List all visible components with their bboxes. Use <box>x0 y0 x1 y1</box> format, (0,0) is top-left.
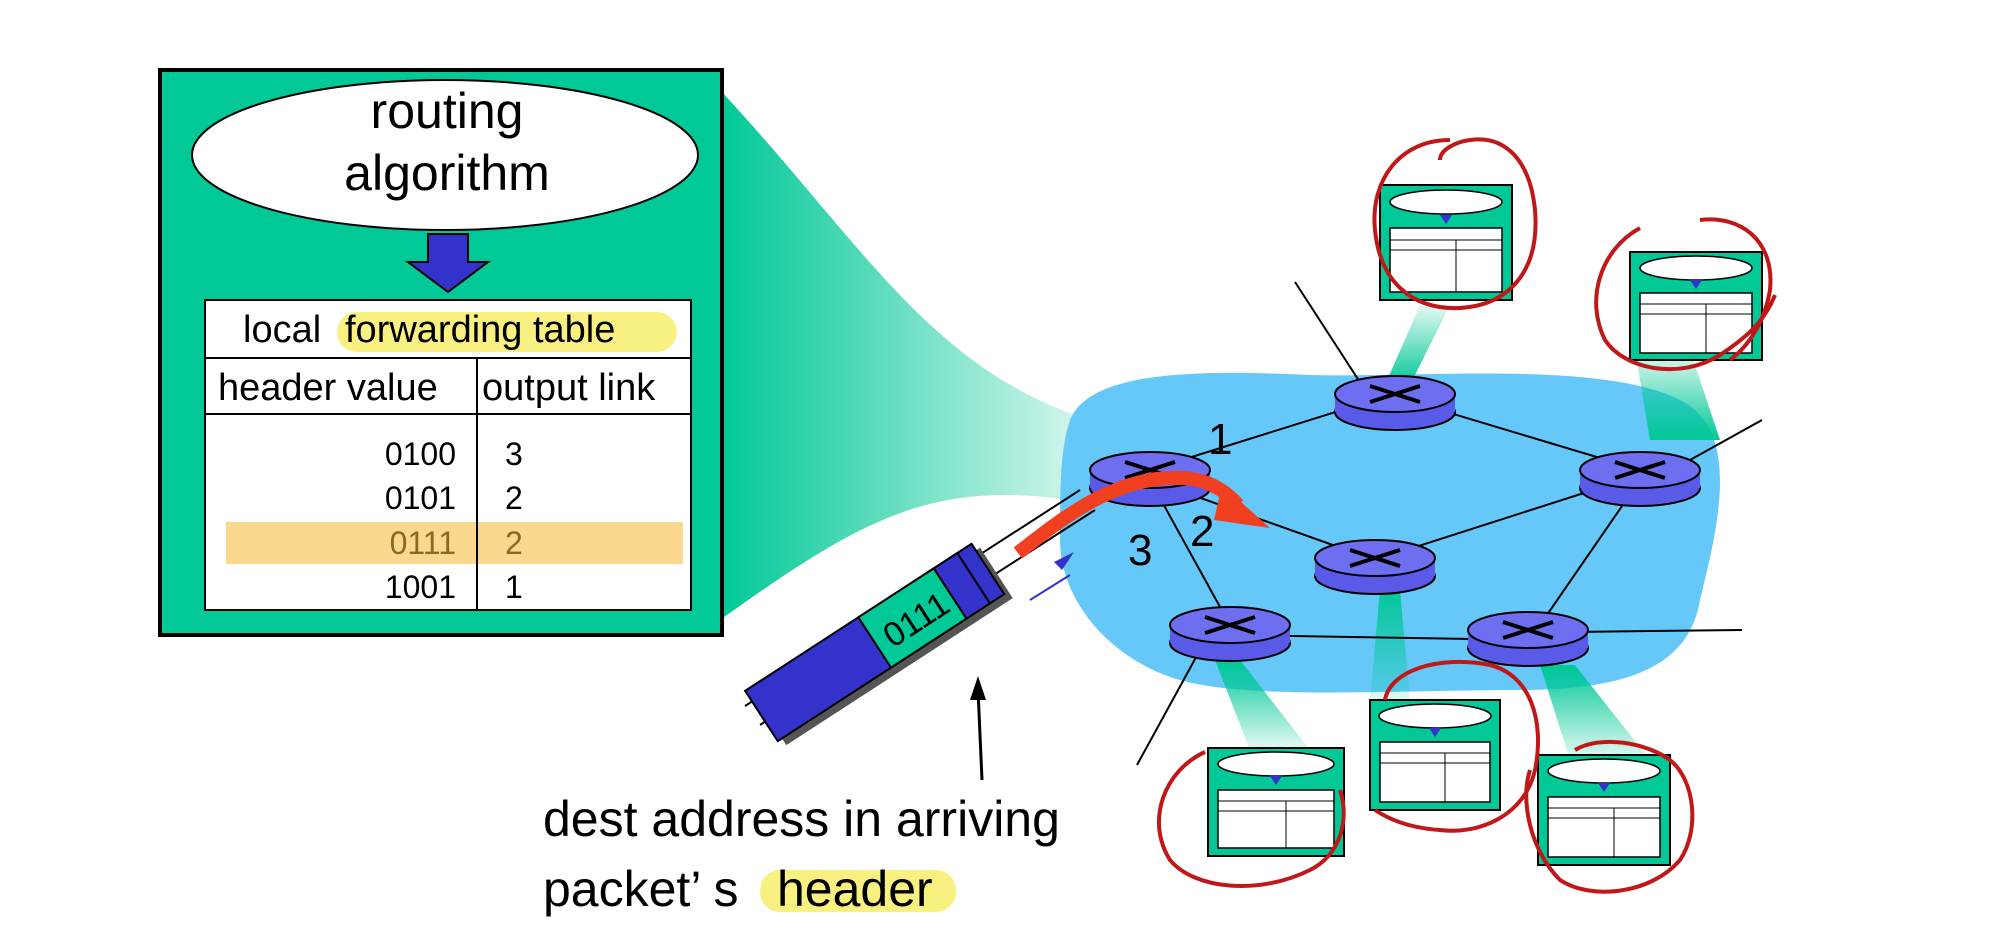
packet-pointer-line <box>1029 574 1071 601</box>
mini-forwarding-box-right <box>1629 251 1763 361</box>
caption-arrow <box>976 689 984 781</box>
router-bottom-right <box>1467 611 1589 667</box>
beam-small-br <box>1540 665 1650 760</box>
row-value-2: 0101 <box>385 480 456 516</box>
routing-algorithm-ellipse <box>191 79 699 231</box>
row-link-4: 1 <box>505 569 523 605</box>
table-title-highlight: forwarding table <box>345 309 615 351</box>
algorithm-to-table-arrow <box>405 233 491 294</box>
mini-forwarding-box-bottom-right <box>1537 754 1671 866</box>
mini-forwarding-box-top <box>1379 184 1513 301</box>
col-header-value: header value <box>218 367 438 409</box>
router-right <box>1579 451 1701 507</box>
row-value-4: 1001 <box>385 569 456 605</box>
packet-pointer-head <box>1054 552 1074 570</box>
col-output-link: output link <box>482 367 656 409</box>
link-label-1: 1 <box>1208 415 1232 464</box>
beam-small-right <box>1635 350 1720 440</box>
router-bottom-left <box>1169 606 1291 662</box>
routing-algorithm-line2: algorithm <box>344 145 550 201</box>
link-label-2: 2 <box>1190 507 1214 556</box>
title-highlight <box>337 312 677 352</box>
row-link-3: 2 <box>505 525 523 561</box>
caption-highlight <box>760 870 956 912</box>
highlighted-row-bg <box>226 522 683 564</box>
row-value-3: 0111 <box>390 525 456 561</box>
forwarding-arrow <box>1013 470 1244 559</box>
caption-line2-prefix: packet’ s <box>543 861 738 917</box>
row-value-1: 0100 <box>385 436 456 472</box>
beam-small-bm <box>1370 590 1410 700</box>
row-link-2: 2 <box>505 480 523 516</box>
caption-arrowhead <box>970 676 986 700</box>
router-middle <box>1314 539 1436 595</box>
table-title-prefix: local <box>243 309 321 351</box>
routing-algorithm-line1: routing <box>371 83 524 139</box>
caption-line1: dest address in arriving <box>543 791 1060 847</box>
row-link-1: 3 <box>505 436 523 472</box>
link-label-3: 3 <box>1128 526 1152 575</box>
packet: 0111 <box>743 542 1013 746</box>
annotation-circles <box>1156 137 1777 894</box>
zoom-beam <box>720 90 1090 620</box>
beam-small-top <box>1385 305 1450 385</box>
caption-line2-highlight: header <box>777 861 933 917</box>
mini-forwarding-box-bottom-middle <box>1369 699 1501 811</box>
mini-forwarding-box-bottom-left <box>1207 747 1345 857</box>
router-top <box>1334 375 1456 431</box>
beam-small-bl <box>1215 660 1310 750</box>
forwarding-arrowhead <box>1214 485 1270 528</box>
